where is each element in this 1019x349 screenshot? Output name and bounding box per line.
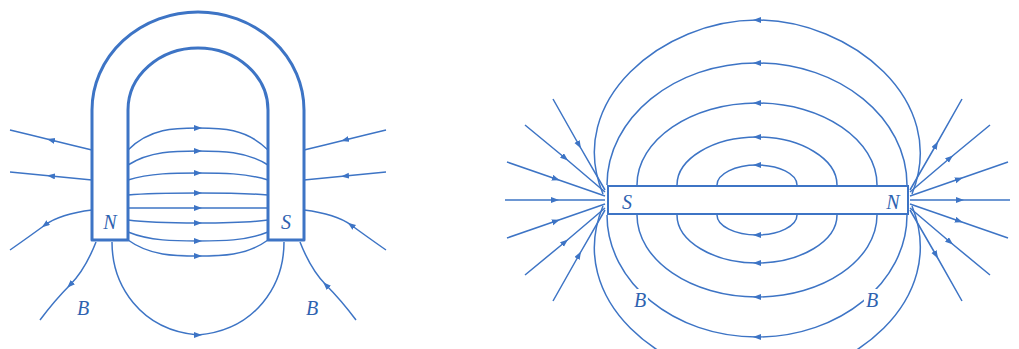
pole-letter: S [281, 212, 291, 232]
pole-letter: N [886, 192, 899, 212]
field-label: B [304, 297, 320, 319]
field-label: B [864, 289, 880, 311]
horseshoe-magnet: NS [90, 10, 306, 242]
field-label: B [632, 289, 648, 311]
field-label: B [75, 297, 91, 319]
bar-magnet: SN [607, 185, 909, 215]
horseshoe-outline [90, 10, 306, 242]
pole-letter: S [622, 192, 632, 212]
pole-letter: N [103, 212, 116, 232]
